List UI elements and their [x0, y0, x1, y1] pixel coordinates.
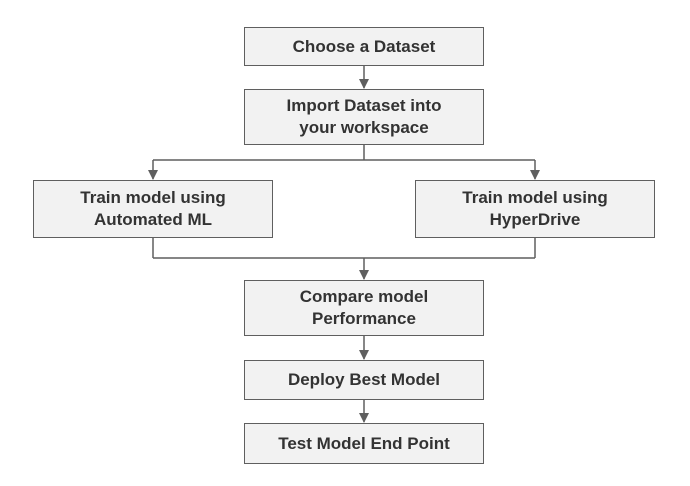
- node-choose-dataset: Choose a Dataset: [244, 27, 484, 66]
- node-label: Choose a Dataset: [292, 36, 436, 56]
- node-compare-performance: Compare model Performance: [244, 280, 484, 336]
- node-label: Test Model End Point: [278, 433, 450, 453]
- node-label: Import Dataset into your workspace: [286, 96, 442, 137]
- node-test-endpoint: Test Model End Point: [244, 423, 484, 464]
- node-label: Train model using HyperDrive: [462, 188, 608, 229]
- node-train-hyperdrive: Train model using HyperDrive: [415, 180, 655, 238]
- node-deploy-best-model: Deploy Best Model: [244, 360, 484, 400]
- node-label: Compare model Performance: [299, 287, 429, 328]
- node-label: Train model using Automated ML: [80, 188, 226, 229]
- node-label: Deploy Best Model: [287, 370, 441, 389]
- node-train-automl: Train model using Automated ML: [33, 180, 273, 238]
- node-import-dataset: Import Dataset into your workspace: [244, 89, 484, 145]
